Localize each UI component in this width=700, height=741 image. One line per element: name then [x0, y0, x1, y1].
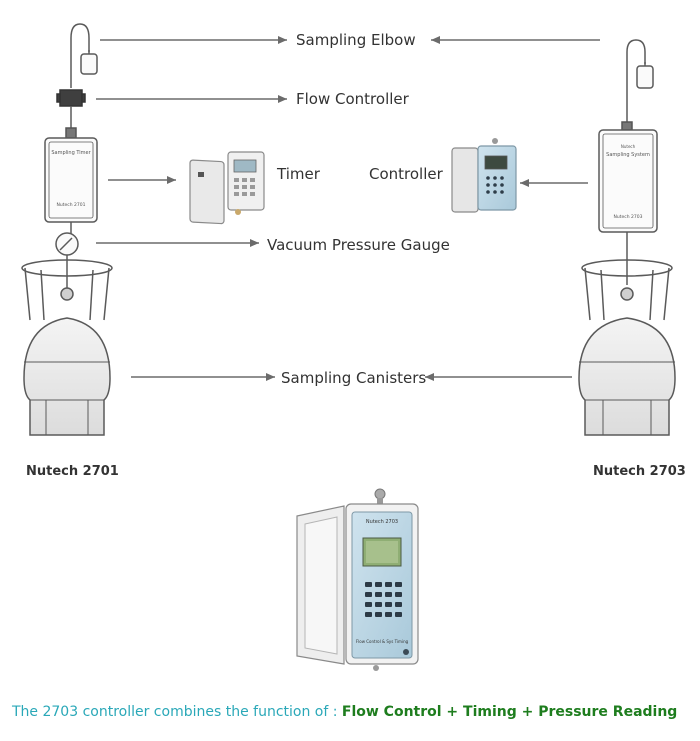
left-sampling-canister [23, 317, 111, 436]
right-box-model: Nutech 2703 [614, 214, 643, 220]
right-sampling-elbow [626, 39, 646, 126]
left-assembly [21, 23, 113, 436]
right-sampling-canister [578, 317, 676, 436]
left-timer-box-text: Sampling Timer Nutech 2701 [51, 150, 91, 208]
left-sampling-elbow [70, 23, 90, 88]
panel-footer: Flow Control & Sys Timing [356, 639, 409, 644]
label-controller: Controller [369, 165, 443, 183]
arrows [96, 36, 600, 381]
right-controller-box [598, 129, 658, 233]
model-label-left: Nutech 2701 [26, 464, 119, 479]
panel-brand: Nutech 2703 [366, 519, 398, 525]
timer-unit-image [189, 151, 265, 225]
model-label-right: Nutech 2703 [593, 464, 686, 479]
left-elbow-filter [80, 53, 98, 75]
right-elbow-filter [636, 65, 654, 89]
right-controller-box-text: Nutech Sampling System Nutech 2703 [606, 144, 650, 220]
label-vacuum-pressure-gauge: Vacuum Pressure Gauge [267, 236, 450, 254]
left-box-model: Nutech 2701 [57, 202, 86, 208]
caption: The 2703 controller combines the functio… [12, 703, 677, 721]
panel-keypad [365, 582, 402, 617]
label-sampling-elbow: Sampling Elbow [296, 31, 416, 49]
label-sampling-canisters: Sampling Canisters [281, 369, 427, 387]
caption-highlight: Flow Control + Timing + Pressure Reading [341, 704, 678, 720]
controller-unit-image [451, 138, 517, 213]
left-flow-controller [59, 89, 83, 107]
right-box-brand: Nutech [621, 144, 636, 149]
right-box-title: Sampling System [606, 152, 650, 158]
large-controller-image: Nutech 2703 Flow Control & Sys Timing [296, 488, 419, 671]
right-assembly [578, 39, 676, 436]
left-box-title: Sampling Timer [51, 150, 91, 156]
label-flow-controller: Flow Controller [296, 90, 409, 108]
label-timer: Timer [277, 165, 320, 183]
caption-intro: The 2703 controller combines the functio… [12, 704, 342, 720]
